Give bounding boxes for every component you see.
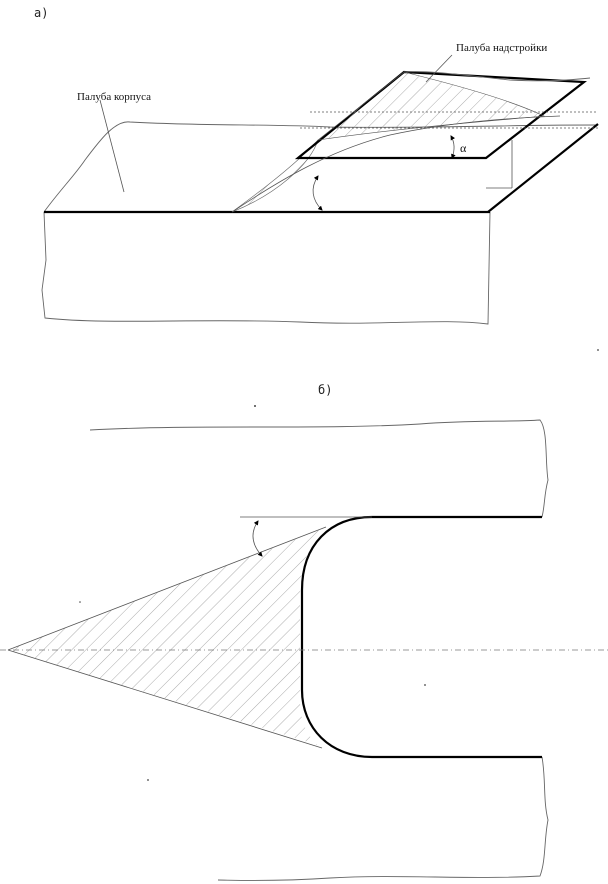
figure-b: б) xyxy=(0,349,608,881)
superstructure-outline xyxy=(300,515,542,759)
speck xyxy=(254,405,256,407)
figure-a: а) α Палуба корпу xyxy=(34,6,599,325)
hull-side-edge xyxy=(487,123,599,213)
transition-lower-line xyxy=(7,649,323,749)
angle-arc xyxy=(252,520,263,557)
speck xyxy=(597,349,599,351)
transition-slope-line xyxy=(231,115,561,213)
speck xyxy=(424,684,426,686)
hull-body-outline xyxy=(41,211,491,325)
transition-upper-line xyxy=(7,526,327,651)
speck xyxy=(147,779,149,781)
superstructure-deck-label: Палуба надстройки xyxy=(456,42,547,54)
angle-arc-alpha xyxy=(450,135,456,159)
hull-deck-label: Палуба корпуса xyxy=(77,91,151,103)
superstructure-deck-leader xyxy=(425,54,453,83)
hull-deck-leader xyxy=(99,99,125,193)
figure-b-label: б) xyxy=(318,383,332,397)
bottom-hull-outline xyxy=(217,756,549,881)
angle-alpha-label: α xyxy=(460,141,467,155)
transition-hatch-lower xyxy=(231,139,319,213)
angle-arc-lower xyxy=(312,175,323,211)
transition-hatch-upper xyxy=(316,71,546,141)
superstructure-far-edge xyxy=(403,71,591,82)
hull-deck-far-edge xyxy=(43,121,599,213)
transition-hatch xyxy=(8,530,320,745)
top-hull-outline xyxy=(89,419,549,518)
speck xyxy=(79,601,81,603)
figure-a-label: а) xyxy=(34,6,48,20)
